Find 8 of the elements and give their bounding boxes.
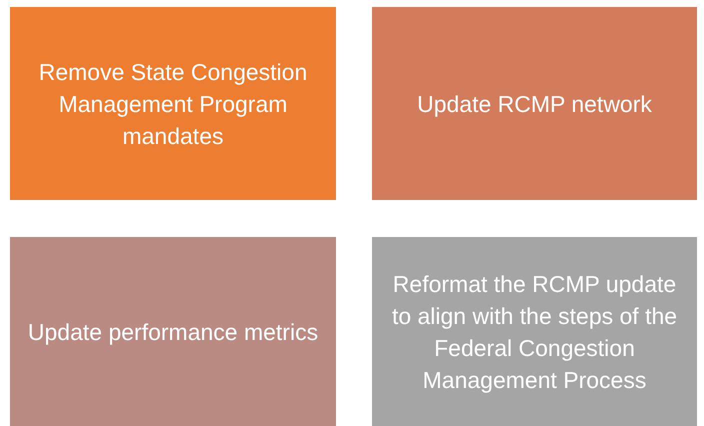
box-text: Update performance metrics: [28, 318, 318, 347]
box-text: Reformat the RCMP update to align with the steps of the Federal Congestion Management Process: [390, 270, 678, 395]
box-text: Update RCMP network: [417, 90, 652, 119]
process-box: [10, 237, 336, 426]
box-text: Remove State Congestion Management Program mandates: [38, 58, 308, 150]
process-box: [372, 7, 697, 200]
process-box: [372, 237, 697, 426]
process-box: [10, 7, 336, 200]
